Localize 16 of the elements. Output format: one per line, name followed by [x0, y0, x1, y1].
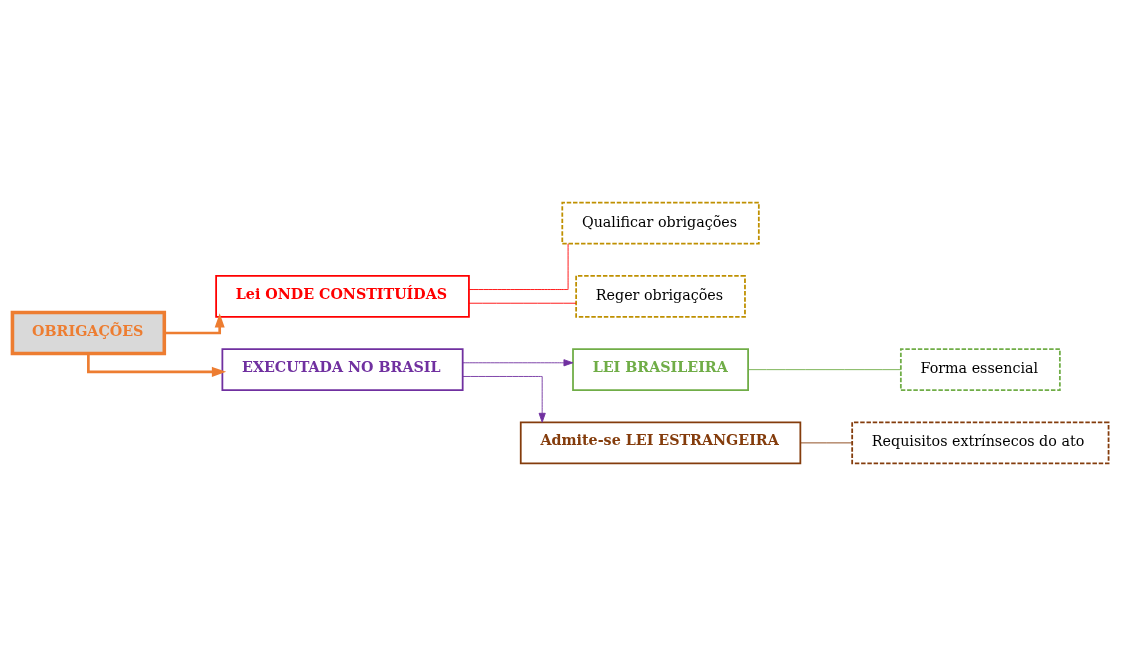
node-box: Reger obrigações: [575, 274, 746, 318]
node-box: Admite-se LEI ESTRANGEIRA: [519, 420, 802, 464]
node-box: Requisitos extrínsecos do ato: [851, 420, 1110, 464]
node-box: Forma essencial: [899, 347, 1061, 391]
arrow: [164, 312, 225, 334]
connector: [799, 441, 853, 443]
connector: [747, 368, 902, 370]
node-box: EXECUTADA NO BRASIL: [221, 347, 464, 391]
arrow: [462, 358, 574, 366]
connector: [468, 242, 569, 290]
arrow: [462, 375, 546, 423]
node-box: OBRIGAÇÕES: [10, 310, 167, 355]
node-box: LEI BRASILEIRA: [572, 347, 749, 391]
node-box: Lei ONDE CONSTITUÍDAS: [215, 274, 470, 318]
node-box: Qualificar obrigações: [561, 201, 760, 245]
connector: [468, 302, 577, 304]
